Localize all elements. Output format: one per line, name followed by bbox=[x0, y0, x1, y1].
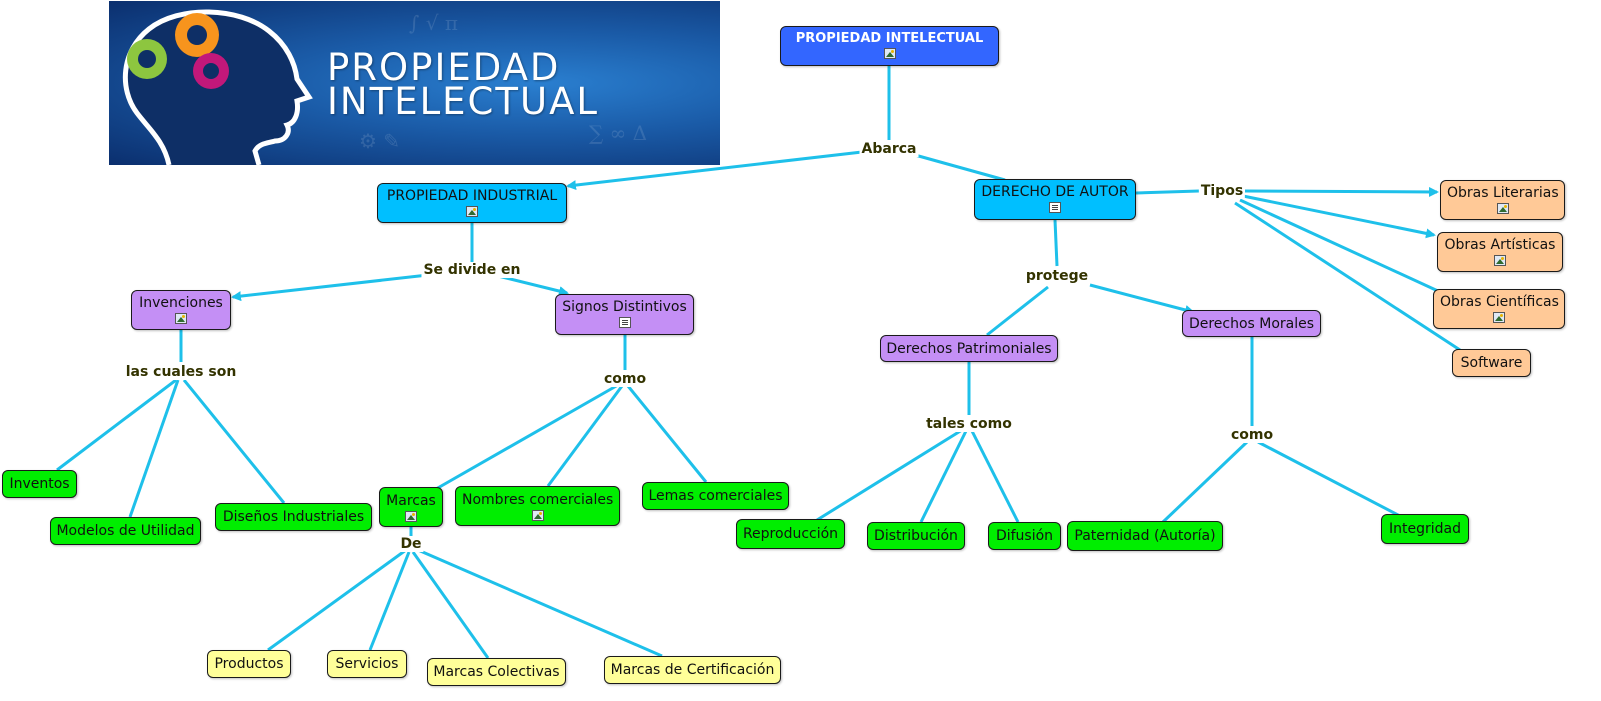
node-label: Paternidad (Autoría) bbox=[1074, 528, 1216, 544]
link-como-signos: como bbox=[601, 371, 649, 387]
node-marcas[interactable]: Marcas bbox=[379, 487, 443, 527]
node-label: Marcas Colectivas bbox=[433, 664, 560, 680]
node-label: Modelos de Utilidad bbox=[56, 523, 195, 539]
node-label: Servicios bbox=[335, 656, 399, 672]
link-abarca: Abarca bbox=[859, 141, 919, 157]
node-servicios[interactable]: Servicios bbox=[327, 650, 407, 678]
node-derechos-morales[interactable]: Derechos Morales bbox=[1182, 310, 1321, 337]
node-propiedad-intelectual[interactable]: PROPIEDAD INTELECTUAL bbox=[780, 26, 999, 66]
image-icon[interactable] bbox=[1494, 255, 1506, 266]
node-label: Software bbox=[1460, 355, 1523, 371]
node-label: Obras Científicas bbox=[1440, 294, 1559, 310]
image-icon[interactable] bbox=[175, 313, 187, 324]
node-obras-literarias[interactable]: Obras Literarias bbox=[1440, 180, 1565, 220]
node-distribucion[interactable]: Distribución bbox=[867, 522, 965, 550]
document-icon[interactable] bbox=[618, 317, 631, 328]
node-label: PROPIEDAD INDUSTRIAL bbox=[386, 188, 558, 204]
node-label: Integridad bbox=[1389, 521, 1461, 537]
node-label: Signos Distintivos bbox=[562, 299, 687, 315]
node-label: Derechos Patrimoniales bbox=[886, 340, 1052, 357]
node-nombres-comerciales[interactable]: Nombres comerciales bbox=[455, 486, 620, 526]
node-difusion[interactable]: Difusión bbox=[988, 522, 1061, 550]
image-icon[interactable] bbox=[405, 511, 417, 522]
node-label: Nombres comerciales bbox=[462, 492, 614, 508]
node-derechos-patrimoniales[interactable]: Derechos Patrimoniales bbox=[880, 335, 1058, 362]
link-protege: protege bbox=[1023, 268, 1091, 284]
link-tipos: Tipos bbox=[1198, 183, 1246, 199]
node-label: Marcas bbox=[386, 493, 436, 509]
image-icon[interactable] bbox=[1496, 203, 1509, 214]
node-label: DERECHO DE AUTOR bbox=[981, 184, 1129, 200]
node-obras-cientificas[interactable]: Obras Científicas bbox=[1433, 289, 1565, 329]
node-integridad[interactable]: Integridad bbox=[1381, 514, 1469, 544]
banner-title-line1: PROPIEDAD bbox=[327, 46, 561, 89]
document-icon[interactable] bbox=[1049, 202, 1061, 213]
banner-title-line2: INTELECTUAL bbox=[327, 80, 600, 123]
link-tales-como: tales como bbox=[924, 416, 1014, 432]
image-icon[interactable] bbox=[883, 48, 896, 59]
node-label: Reproducción bbox=[742, 526, 839, 542]
node-modelos-de-utilidad[interactable]: Modelos de Utilidad bbox=[50, 517, 201, 545]
node-marcas-de-certificacion[interactable]: Marcas de Certificación bbox=[604, 656, 781, 684]
node-label: Difusión bbox=[995, 528, 1054, 544]
node-label: PROPIEDAD INTELECTUAL bbox=[795, 31, 984, 46]
node-label: Diseños Industriales bbox=[222, 509, 365, 525]
node-label: Invenciones bbox=[139, 295, 223, 311]
node-label: Productos bbox=[214, 656, 284, 672]
image-icon[interactable] bbox=[466, 206, 478, 217]
node-label: Lemas comerciales bbox=[648, 488, 783, 504]
node-paternidad[interactable]: Paternidad (Autoría) bbox=[1067, 521, 1223, 551]
banner-image: ∫ √ π ∑ ∞ Δ ⚙ ✎ PROPIEDAD INTELECTUAL bbox=[109, 1, 720, 165]
node-signos-distintivos[interactable]: Signos Distintivos bbox=[555, 294, 694, 335]
node-label: Derechos Morales bbox=[1188, 315, 1315, 332]
node-disenos-industriales[interactable]: Diseños Industriales bbox=[215, 503, 372, 531]
head-gears-icon bbox=[122, 9, 313, 165]
image-icon[interactable] bbox=[531, 510, 544, 521]
node-obras-artisticas[interactable]: Obras Artísticas bbox=[1437, 232, 1563, 272]
node-productos[interactable]: Productos bbox=[207, 650, 291, 678]
node-propiedad-industrial[interactable]: PROPIEDAD INDUSTRIAL bbox=[377, 183, 567, 223]
node-inventos[interactable]: Inventos bbox=[2, 470, 77, 498]
node-lemas-comerciales[interactable]: Lemas comerciales bbox=[642, 482, 789, 510]
node-derecho-de-autor[interactable]: DERECHO DE AUTOR bbox=[974, 179, 1136, 220]
node-software[interactable]: Software bbox=[1452, 349, 1531, 377]
node-label: Obras Literarias bbox=[1447, 185, 1559, 201]
node-marcas-colectivas[interactable]: Marcas Colectivas bbox=[427, 658, 566, 686]
link-se-divide-en: Se divide en bbox=[421, 262, 523, 278]
link-como-morales: como bbox=[1228, 427, 1276, 443]
node-reproduccion[interactable]: Reproducción bbox=[736, 519, 845, 549]
image-icon[interactable] bbox=[1493, 312, 1505, 323]
node-label: Marcas de Certificación bbox=[610, 662, 775, 678]
node-label: Obras Artísticas bbox=[1444, 237, 1556, 253]
link-de: De bbox=[398, 536, 424, 552]
link-las-cuales-son: las cuales son bbox=[123, 364, 239, 380]
node-label: Inventos bbox=[9, 476, 70, 492]
node-label: Distribución bbox=[874, 528, 958, 544]
node-invenciones[interactable]: Invenciones bbox=[131, 290, 231, 330]
